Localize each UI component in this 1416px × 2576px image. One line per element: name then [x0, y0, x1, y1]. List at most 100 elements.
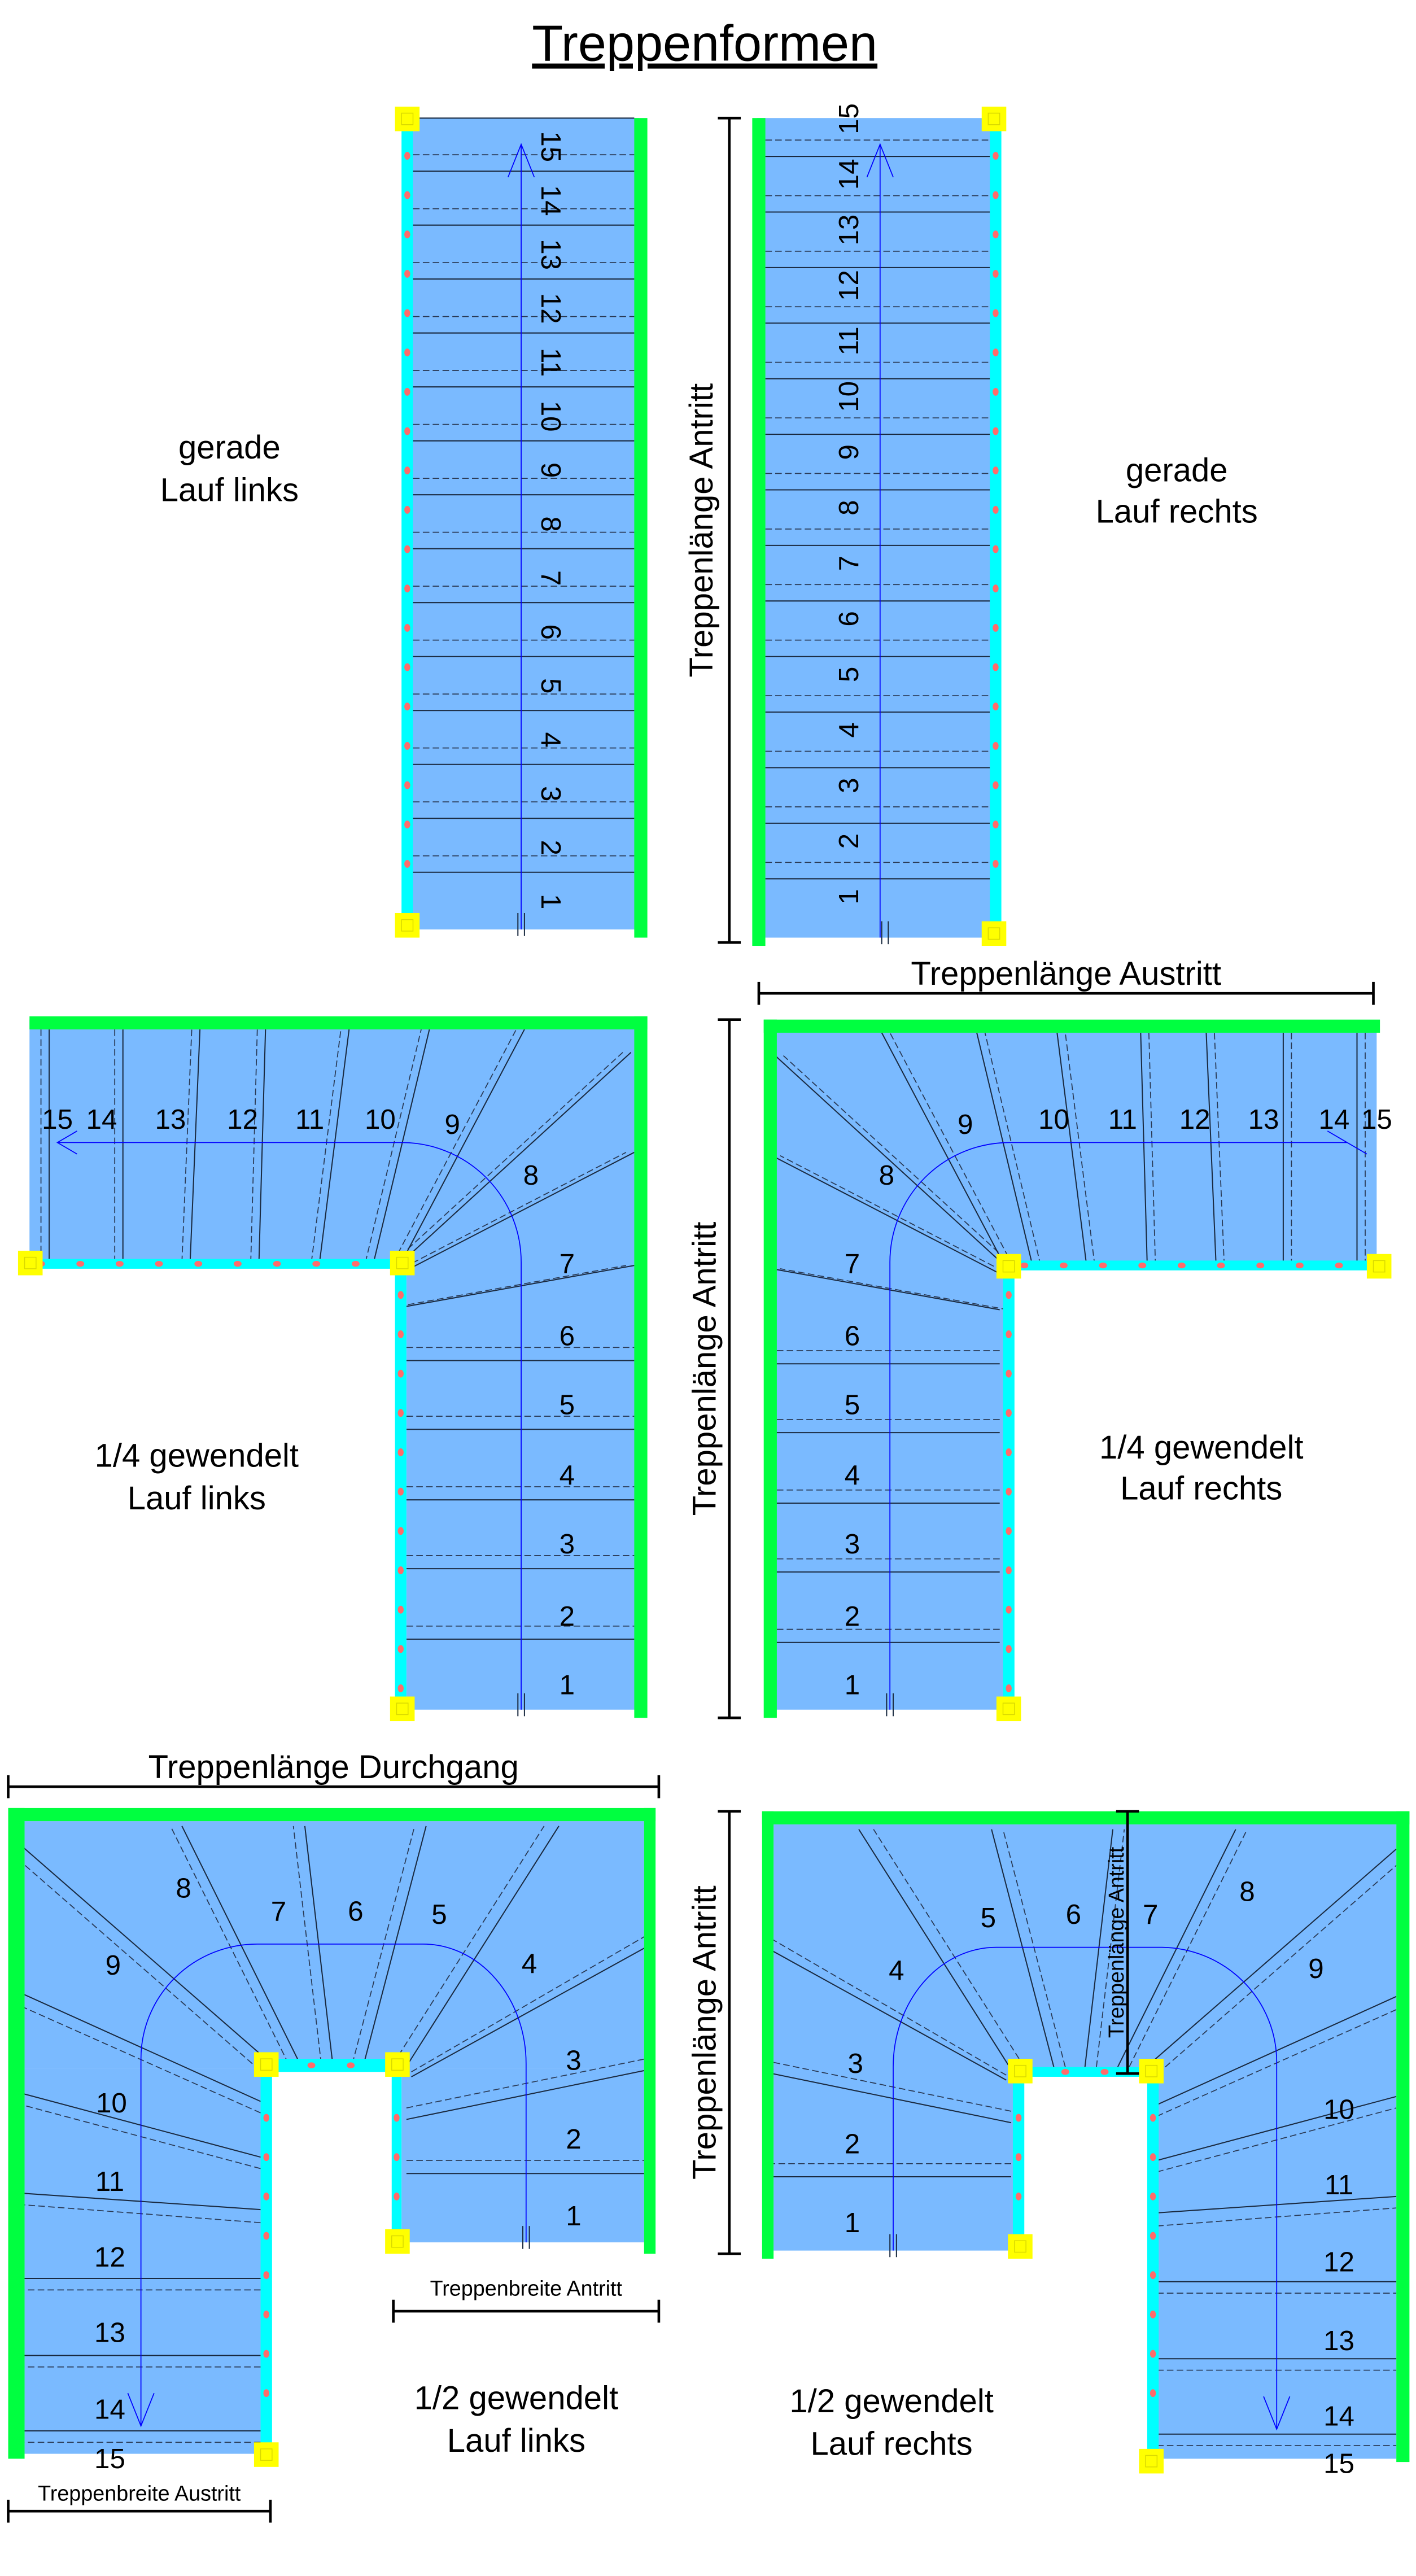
baluster-dot	[404, 269, 410, 278]
baluster-dot	[1256, 1262, 1265, 1269]
step-number: 14	[94, 2394, 125, 2425]
baluster-dot	[993, 663, 999, 671]
baluster-dot	[394, 2192, 400, 2200]
step-number: 3	[833, 778, 864, 793]
stair-type-label: 1/2 gewendelt	[414, 2379, 618, 2416]
newel-post	[395, 106, 420, 132]
handrail	[395, 1262, 407, 1705]
dimension-breite-antritt: Treppenbreite Antritt	[392, 2276, 661, 2323]
baluster-dot	[263, 2232, 269, 2240]
step-number: 1	[845, 1670, 860, 1701]
baluster-dot	[993, 427, 999, 435]
handrail	[990, 118, 1002, 938]
step-number: 6	[348, 1896, 363, 1927]
stair-type-label: gerade	[1126, 452, 1228, 489]
step-number: 6	[845, 1320, 860, 1351]
tread-line	[772, 2073, 1012, 2124]
baluster-dot	[1015, 2114, 1022, 2122]
step-number: 1	[560, 1670, 575, 1701]
walking-line	[57, 1142, 522, 1710]
tread-line	[976, 1032, 1033, 1266]
step-number: 13	[1323, 2325, 1354, 2356]
handrail	[29, 1259, 407, 1269]
handrail	[260, 2068, 272, 2451]
step-number: 1	[845, 2207, 860, 2238]
stair-type-label: 1/4 gewendelt	[1099, 1429, 1303, 1466]
dimension-label: Treppenlänge Antritt	[1104, 1846, 1128, 2038]
nosing-line	[392, 1029, 517, 1263]
baluster-dot	[993, 623, 999, 632]
baluster-dot	[1015, 2192, 1022, 2200]
step-number: 9	[106, 1950, 121, 1981]
wall	[762, 1811, 1410, 1824]
nosing-line	[783, 1055, 1013, 1266]
tread-line	[21, 1992, 261, 2102]
newel-post	[254, 2052, 279, 2077]
step-number: 12	[833, 270, 864, 301]
wall	[763, 1019, 1380, 1033]
walking-direction-arrow	[508, 143, 535, 177]
dimension-antritt-quarter: Treppenlänge Antritt	[687, 1018, 741, 1719]
stair-direction-label: Lauf rechts	[1120, 1470, 1282, 1507]
step-number: 4	[833, 722, 864, 737]
baluster-dot	[397, 1605, 404, 1614]
newel-post-inner	[1014, 2240, 1026, 2253]
step-number: 13	[833, 215, 864, 246]
newel-post-inner	[401, 112, 414, 125]
baluster-dot	[404, 427, 410, 435]
baluster-dot	[1100, 2069, 1109, 2075]
newel-post-inner	[24, 1256, 37, 1269]
step-number: 3	[535, 786, 566, 801]
baluster-dot	[194, 1260, 203, 1267]
newel-post	[395, 912, 420, 938]
step-number: 10	[1038, 1104, 1069, 1135]
baluster-dot	[993, 466, 999, 475]
baluster-dot	[993, 820, 999, 829]
tread-line	[771, 1950, 1007, 2081]
dimension-label: Treppenlänge Durchgang	[148, 1749, 519, 1785]
dimension-austritt: Treppenlänge Austritt	[757, 955, 1375, 1005]
baluster-dot	[993, 348, 999, 357]
step-number: 14	[833, 159, 864, 190]
baluster-dot	[1150, 2350, 1156, 2358]
baluster-dot	[263, 2271, 269, 2280]
step-number: 9	[1308, 1953, 1323, 1984]
step-number: 10	[535, 401, 566, 432]
baluster-dot	[397, 1645, 404, 1653]
step-number: 2	[560, 1601, 575, 1632]
nosing-line	[411, 1935, 646, 2073]
wall	[634, 118, 648, 938]
stair-floor	[773, 1824, 1397, 2072]
newel-post-inner	[1145, 2064, 1158, 2077]
step-number: 14	[1323, 2400, 1354, 2431]
baluster-dot	[115, 1260, 124, 1267]
step-number: 2	[845, 2128, 860, 2159]
step-number: 8	[535, 516, 566, 531]
baluster-dot	[1006, 1448, 1012, 1456]
baluster-dot	[1006, 1369, 1012, 1378]
tread-line	[1153, 1848, 1397, 2061]
wall	[752, 118, 766, 946]
step-number: 4	[560, 1460, 575, 1491]
baluster-dot	[404, 545, 410, 553]
step-number: 13	[94, 2317, 125, 2348]
newel-post-inner	[1014, 2064, 1026, 2077]
baluster-dot	[993, 545, 999, 553]
tread-line	[401, 1029, 525, 1263]
nosing-line	[170, 1826, 289, 2064]
step-number: 5	[535, 678, 566, 693]
baluster-dot	[1061, 2069, 1069, 2075]
baluster-dot	[1006, 1409, 1012, 1417]
wall	[644, 1807, 656, 2254]
baluster-dot	[993, 269, 999, 278]
newel-post-inner	[987, 927, 1000, 940]
step-number: 13	[535, 239, 566, 270]
step-number: 4	[845, 1460, 860, 1491]
baluster-dot	[1150, 2114, 1156, 2122]
handrail	[1147, 2068, 1159, 2454]
baluster-dot	[404, 151, 410, 160]
newel-post-inner	[1373, 1260, 1386, 1273]
stair-floor	[770, 1024, 1377, 1266]
